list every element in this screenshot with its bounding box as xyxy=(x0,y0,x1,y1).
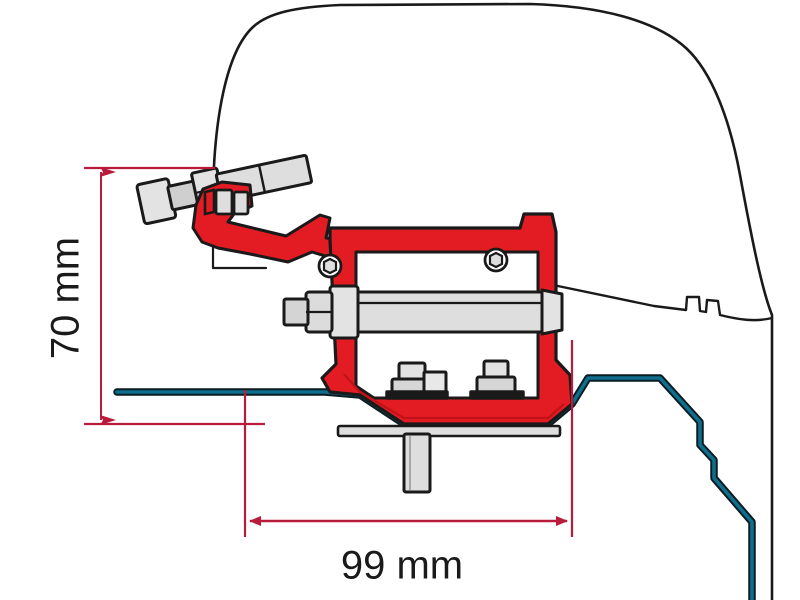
clamp-bolt-right xyxy=(469,359,525,400)
dimension-label-height: 70 mm xyxy=(44,237,88,359)
dimension-height: 70 mm xyxy=(44,166,265,426)
pivot-rivet-right xyxy=(483,247,509,273)
mounting-stud xyxy=(336,424,562,494)
pivot-rivet-left xyxy=(317,253,343,279)
adapter-bracket-arm xyxy=(191,180,358,264)
through-bolt-assembly xyxy=(282,284,564,340)
dimension-label-width: 99 mm xyxy=(341,544,463,588)
dimension-width: 99 mm xyxy=(243,340,574,588)
clamp-bolt-left xyxy=(385,361,449,400)
